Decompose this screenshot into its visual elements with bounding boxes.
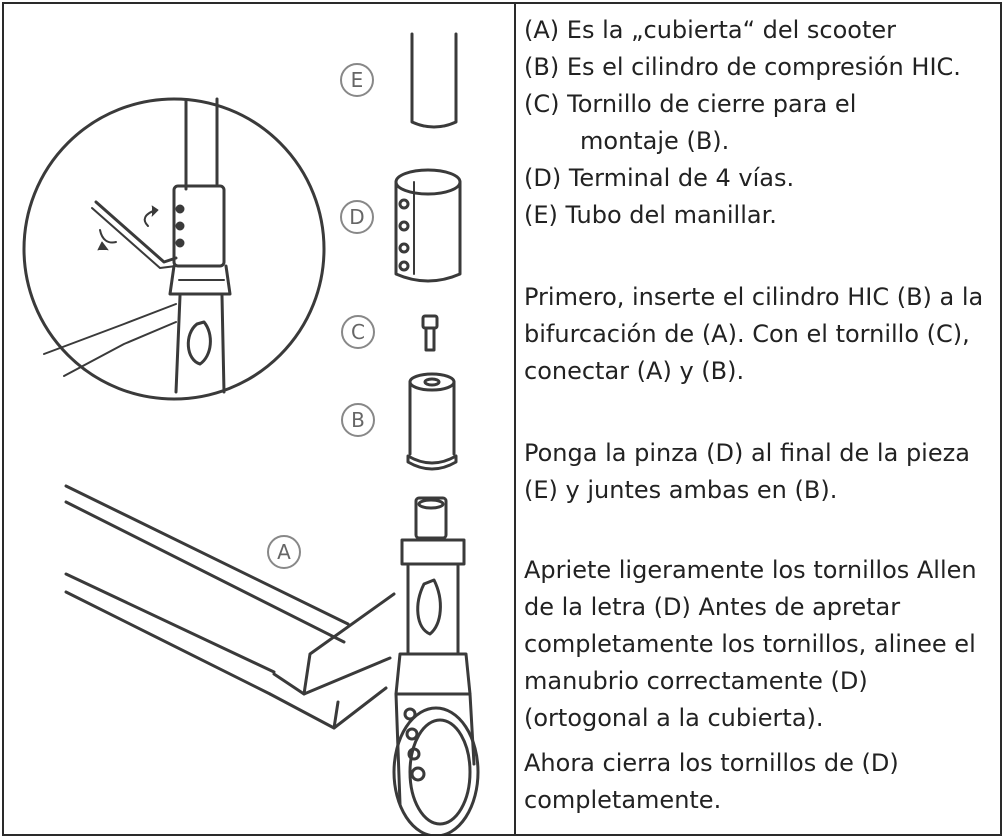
part-item-d: (D) Terminal de 4 vías. [524,164,795,192]
label-d-badge: D [340,200,374,234]
label-a: A [277,540,291,564]
part-d-clamp [394,168,462,283]
label-c: C [351,320,365,344]
part-a-deck [64,484,480,838]
part-item-e: (E) Tubo del manillar. [524,201,777,229]
label-a-badge: A [267,535,301,569]
detail-magnifier [22,97,326,401]
step-3: Apriete ligeramente los tornillos Allen … [524,556,977,732]
step-4: Ahora cierra los tornillos de (D) comple… [524,749,899,814]
label-d: D [349,205,364,229]
label-b-badge: B [341,403,375,437]
part-b-hic-cylinder [406,372,458,471]
part-item-b: (B) Es el cilindro de compresión HIC. [524,53,961,81]
instructions-panel: (A) Es la „cubierta“ del scooter (B) Es … [524,12,994,814]
step-2: Ponga la pinza (D) al final de la pieza … [524,439,970,504]
assembly-illustration: E D C B A [4,4,514,838]
part-e-handlebar-tube [410,32,458,129]
part-c-bolt [421,314,439,352]
label-c-badge: C [341,315,375,349]
column-divider [514,4,516,834]
step-1: Primero, inserte el cilindro HIC (B) a l… [524,283,984,385]
label-e: E [351,68,364,92]
label-e-badge: E [340,63,374,97]
parts-list: (A) Es la „cubierta“ del scooter (B) Es … [524,12,994,234]
part-item-a: (A) Es la „cubierta“ del scooter [524,16,897,44]
label-b: B [351,408,365,432]
assembly-drawing: E D C B A [22,32,480,838]
